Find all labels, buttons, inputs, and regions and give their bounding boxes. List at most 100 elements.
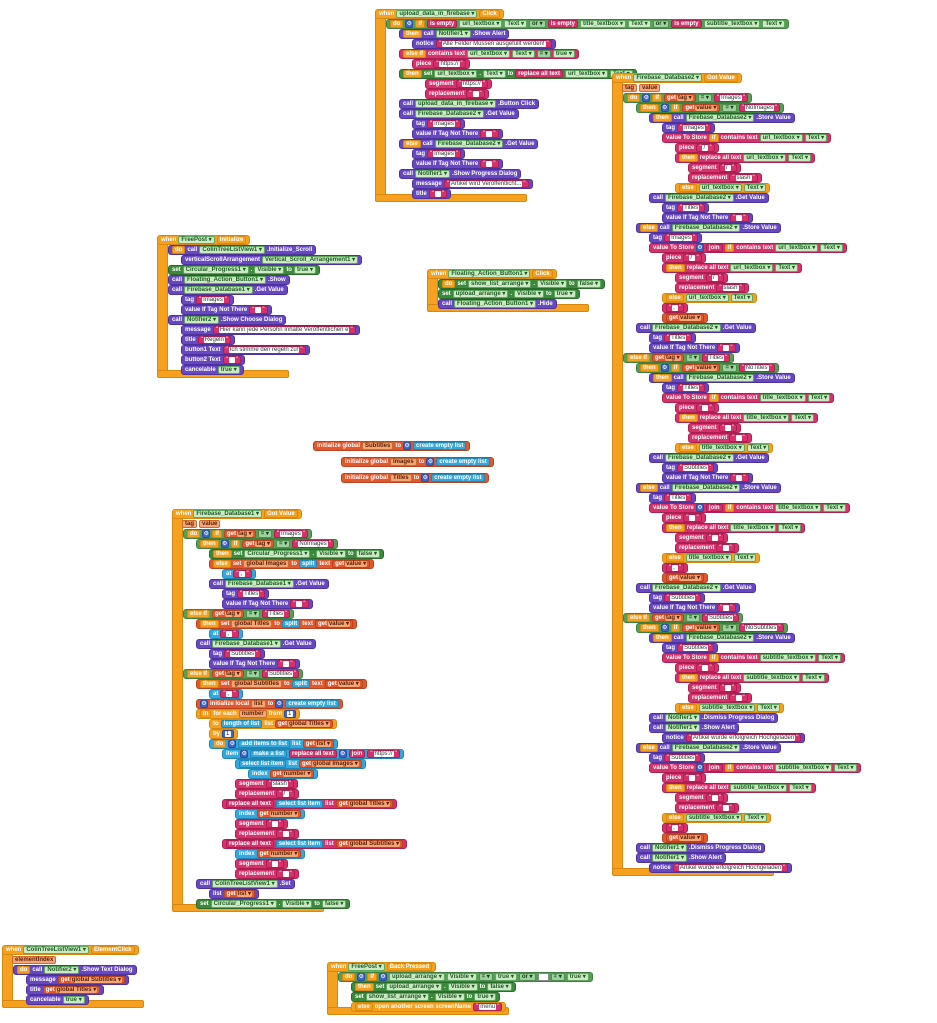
- component-dropdown[interactable]: show_list_arrange ▾: [468, 280, 532, 288]
- block-row[interactable]: at",": [209, 689, 243, 699]
- component-dropdown[interactable]: Text ▾: [743, 184, 767, 192]
- component-dropdown[interactable]: subtitle_textbox ▾: [730, 784, 788, 792]
- get-variable-chip[interactable]: get list ▾: [302, 740, 335, 748]
- component-dropdown[interactable]: Notifier1 ▾: [415, 170, 451, 178]
- get-variable-chip[interactable]: get global Titles ▾: [275, 720, 333, 728]
- text-string-field[interactable]: "/": [683, 254, 702, 262]
- block-row[interactable]: value If Tag Not There"": [662, 213, 753, 223]
- gear-mutator-icon[interactable]: ⚙: [379, 973, 388, 981]
- component-dropdown[interactable]: Firebase_Database2 ▾: [652, 584, 721, 592]
- gear-mutator-icon[interactable]: ⚙: [426, 458, 435, 466]
- text-string-field[interactable]: ",": [220, 690, 239, 698]
- component-dropdown[interactable]: url_textbox ▾: [759, 134, 803, 142]
- component-dropdown[interactable]: Vertical_Scroll_Arrangement1 ▾: [262, 256, 359, 264]
- component-dropdown[interactable]: Firebase_Database1 ▾: [212, 640, 281, 648]
- component-dropdown[interactable]: Firebase_Database2 ▾: [685, 634, 755, 642]
- block-row[interactable]: segment"": [675, 793, 728, 803]
- block-row[interactable]: segment"slash": [235, 779, 298, 789]
- component-dropdown[interactable]: Circular_Progress1 ▾: [244, 550, 311, 558]
- gear-mutator-icon[interactable]: ⚙: [240, 750, 249, 758]
- text-string-field[interactable]: "": [718, 424, 737, 432]
- block-row[interactable]: piece"": [675, 663, 719, 673]
- logic-dropdown[interactable]: true ▾: [217, 366, 240, 374]
- block-row[interactable]: notice"Artikel wurde erfolgreich Hochgel…: [662, 733, 806, 743]
- text-string-field[interactable]: "menu": [473, 1003, 503, 1011]
- text-string-field[interactable]: "": [696, 664, 715, 672]
- logic-dropdown[interactable]: true ▾: [474, 993, 497, 1001]
- get-variable-chip[interactable]: get global Subtitles ▾: [335, 840, 404, 848]
- component-dropdown[interactable]: Visible ▾: [514, 290, 544, 298]
- component-dropdown[interactable]: Notifier2 ▾: [44, 966, 80, 974]
- component-dropdown[interactable]: Floating_Action_Button1 ▾: [184, 276, 267, 284]
- block-row[interactable]: tag"Subtitles": [649, 753, 706, 763]
- block-row[interactable]: tag"Titles": [649, 493, 697, 503]
- component-dropdown[interactable]: Text ▾: [744, 814, 767, 822]
- gear-mutator-icon[interactable]: ⚙: [220, 540, 229, 548]
- component-dropdown[interactable]: Firebase_Database2 ▾: [665, 194, 734, 202]
- text-string-field[interactable]: "Subtitles": [664, 594, 702, 602]
- operator-dropdown[interactable]: = ▾: [536, 50, 551, 58]
- component-dropdown[interactable]: title_textbox ▾: [743, 414, 790, 422]
- component-dropdown[interactable]: Firebase_Database2 ▾: [652, 324, 721, 332]
- block-row[interactable]: value If Tag Not There"": [649, 603, 740, 613]
- block-row[interactable]: value If Tag Not There"": [412, 159, 503, 169]
- block-row[interactable]: value If Tag Not There"": [649, 343, 740, 353]
- block-row[interactable]: replacement"": [688, 433, 752, 443]
- component-dropdown[interactable]: Firebase_Database2 ▾: [665, 454, 734, 462]
- block-row[interactable]: segment"/": [688, 163, 741, 173]
- text-string-field[interactable]: "": [265, 820, 284, 828]
- component-dropdown[interactable]: Firebase_Database2 ▾: [671, 744, 741, 752]
- block-row[interactable]: replacement"": [675, 803, 739, 813]
- block-row[interactable]: segment"": [688, 683, 741, 693]
- variable-chip[interactable]: Titles: [390, 474, 412, 482]
- block-row[interactable]: segment"/": [675, 273, 728, 283]
- text-string-field[interactable]: "": [696, 404, 715, 412]
- operator-dropdown[interactable]: or ▾: [518, 973, 536, 981]
- block-row[interactable]: notice"Alle Felder Müssen ausgefüllt wer…: [412, 39, 556, 49]
- operator-dropdown[interactable]: = ▾: [245, 610, 260, 618]
- get-variable-chip[interactable]: get tag ▾: [212, 610, 244, 618]
- text-string-field[interactable]: "": [265, 860, 284, 868]
- text-string-field[interactable]: "Artikel wurde erfolgreich Hochgeladen": [672, 864, 789, 872]
- operator-dropdown[interactable]: = ▾: [550, 973, 565, 981]
- gear-mutator-icon[interactable]: ⚙: [660, 364, 669, 372]
- text-string-field[interactable]: "Images": [664, 234, 698, 242]
- component-dropdown[interactable]: Text ▾: [802, 674, 825, 682]
- component-dropdown[interactable]: url_textbox ▾: [459, 20, 503, 28]
- component-dropdown[interactable]: Notifier1 ▾: [652, 854, 688, 862]
- get-variable-chip[interactable]: get tag ▾: [652, 354, 684, 362]
- component-dropdown[interactable]: Visible ▾: [434, 993, 465, 1001]
- component-dropdown[interactable]: Notifier1 ▾: [435, 30, 471, 38]
- text-string-field[interactable]: "": [705, 794, 724, 802]
- component-dropdown[interactable]: upload_data_in_firebase ▾: [396, 10, 478, 18]
- text-string-field[interactable]: "NoTitles": [738, 364, 775, 372]
- block-row[interactable]: segment"": [688, 423, 741, 433]
- text-string-field[interactable]: "": [716, 544, 735, 552]
- text-string-field[interactable]: "": [222, 356, 241, 364]
- logic-dropdown[interactable]: false ▾: [321, 900, 347, 908]
- text-string-field[interactable]: "Subtitles": [664, 754, 702, 762]
- operator-dropdown[interactable]: = ▾: [276, 540, 291, 548]
- text-string-field[interactable]: "": [683, 514, 702, 522]
